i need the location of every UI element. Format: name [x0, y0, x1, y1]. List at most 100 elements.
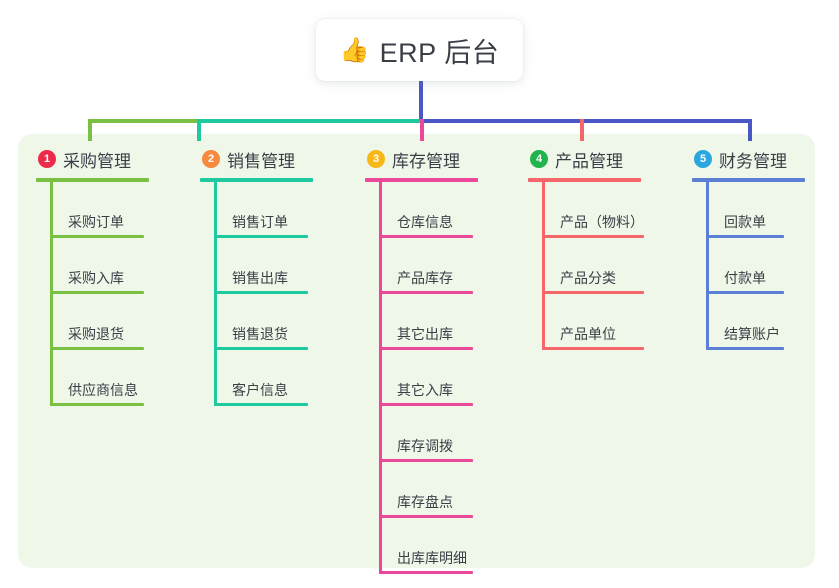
leaf-item-rule	[50, 347, 144, 350]
connector-drop-3	[420, 119, 424, 141]
leaf-item[interactable]: 产品库存	[365, 238, 515, 294]
leaf-item-label: 销售出库	[232, 270, 288, 286]
column-header-rule	[692, 178, 805, 182]
column-header-销售管理[interactable]: 2 销售管理	[200, 146, 350, 172]
leaf-item-label: 库存调拨	[397, 438, 453, 454]
leaf-item-label: 采购退货	[68, 326, 124, 342]
leaf-item[interactable]: 其它出库	[365, 294, 515, 350]
leaf-spine	[542, 182, 545, 350]
leaf-item[interactable]: 出库库明细	[365, 518, 515, 574]
leaf-item[interactable]: 采购订单	[36, 182, 186, 238]
leaf-item[interactable]: 产品单位	[528, 294, 678, 350]
leaf-item-label: 采购入库	[68, 270, 124, 286]
leaf-item-label: 仓库信息	[397, 214, 453, 230]
leaf-item-label: 销售订单	[232, 214, 288, 230]
leaf-list: 回款单付款单结算账户	[692, 182, 837, 350]
leaf-item[interactable]: 其它入库	[365, 350, 515, 406]
leaf-item-rule	[379, 403, 473, 406]
leaf-item-rule	[214, 291, 308, 294]
column-badge-2: 2	[202, 150, 220, 168]
leaf-item[interactable]: 客户信息	[200, 350, 350, 406]
column-header-rule	[200, 178, 313, 182]
leaf-item-rule	[706, 235, 784, 238]
leaf-item-rule	[706, 347, 784, 350]
column-采购管理: 1 采购管理采购订单采购入库采购退货供应商信息	[36, 146, 186, 406]
leaf-item[interactable]: 付款单	[692, 238, 837, 294]
leaf-item-rule	[379, 291, 473, 294]
column-header-产品管理[interactable]: 4 产品管理	[528, 146, 678, 172]
leaf-item[interactable]: 供应商信息	[36, 350, 186, 406]
leaf-list: 产品（物料） 产品分类产品单位	[528, 182, 678, 350]
connector-drop-5	[748, 119, 752, 141]
leaf-item-label: 采购订单	[68, 214, 124, 230]
leaf-spine	[50, 182, 53, 406]
leaf-item-label: 其它入库	[397, 382, 453, 398]
column-header-库存管理[interactable]: 3 库存管理	[365, 146, 515, 172]
root-node-label: ERP 后台	[379, 37, 500, 68]
leaf-item-label: 其它出库	[397, 326, 453, 342]
leaf-item-label: 付款单	[724, 270, 766, 286]
leaf-item[interactable]: 库存调拨	[365, 406, 515, 462]
leaf-item[interactable]: 销售退货	[200, 294, 350, 350]
column-title: 采购管理	[63, 151, 131, 171]
connector-segment-3	[420, 119, 752, 123]
leaf-item-rule	[214, 347, 308, 350]
column-title: 库存管理	[392, 151, 460, 171]
leaf-item-label: 供应商信息	[68, 382, 138, 398]
column-badge-3: 3	[367, 150, 385, 168]
leaf-item-label: 客户信息	[232, 382, 288, 398]
leaf-item-label: 产品单位	[560, 326, 616, 342]
leaf-item-rule	[379, 347, 473, 350]
connector-drop-1	[88, 119, 92, 141]
leaf-item[interactable]: 产品分类	[528, 238, 678, 294]
leaf-item[interactable]: 库存盘点	[365, 462, 515, 518]
leaf-item-rule	[706, 291, 784, 294]
leaf-item[interactable]: 采购入库	[36, 238, 186, 294]
column-title: 销售管理	[227, 151, 295, 171]
leaf-item-label: 产品库存	[397, 270, 453, 286]
leaf-item-label: 出库库明细	[397, 550, 467, 566]
column-title: 财务管理	[719, 151, 787, 171]
leaf-item[interactable]: 销售订单	[200, 182, 350, 238]
column-销售管理: 2 销售管理销售订单销售出库销售退货客户信息	[200, 146, 350, 406]
leaf-item[interactable]: 销售出库	[200, 238, 350, 294]
column-header-rule	[365, 178, 478, 182]
column-badge-5: 5	[694, 150, 712, 168]
leaf-item-label: 库存盘点	[397, 494, 453, 510]
leaf-list: 仓库信息产品库存其它出库其它入库库存调拨库存盘点出库库明细	[365, 182, 515, 574]
column-产品管理: 4 产品管理产品（物料） 产品分类产品单位	[528, 146, 678, 350]
leaf-list: 采购订单采购入库采购退货供应商信息	[36, 182, 186, 406]
column-库存管理: 3 库存管理仓库信息产品库存其它出库其它入库库存调拨库存盘点出库库明细	[365, 146, 515, 574]
leaf-item-rule	[379, 571, 473, 574]
leaf-spine	[706, 182, 709, 350]
connector-segment-2	[197, 119, 424, 123]
connector-drop-2	[197, 119, 201, 141]
diagram-background-panel	[18, 134, 815, 568]
leaf-item[interactable]: 回款单	[692, 182, 837, 238]
connector-trunk	[419, 81, 423, 123]
column-badge-4: 4	[530, 150, 548, 168]
column-header-rule	[36, 178, 149, 182]
leaf-item[interactable]: 仓库信息	[365, 182, 515, 238]
leaf-item-label: 产品分类	[560, 270, 616, 286]
leaf-item-label: 回款单	[724, 214, 766, 230]
column-header-财务管理[interactable]: 5 财务管理	[692, 146, 837, 172]
leaf-item[interactable]: 产品（物料）	[528, 182, 678, 238]
leaf-item-rule	[379, 235, 473, 238]
root-node[interactable]: 👍 ERP 后台	[316, 19, 523, 81]
column-header-采购管理[interactable]: 1 采购管理	[36, 146, 186, 172]
leaf-item-rule	[542, 235, 644, 238]
column-title: 产品管理	[555, 151, 623, 171]
leaf-item[interactable]: 采购退货	[36, 294, 186, 350]
connector-drop-4	[580, 119, 584, 141]
leaf-item-label: 销售退货	[232, 326, 288, 342]
leaf-item[interactable]: 结算账户	[692, 294, 837, 350]
leaf-list: 销售订单销售出库销售退货客户信息	[200, 182, 350, 406]
leaf-item-label: 产品（物料）	[560, 214, 644, 230]
leaf-item-rule	[50, 403, 144, 406]
leaf-item-rule	[379, 515, 473, 518]
thumbs-up-icon: 👍	[339, 37, 370, 64]
column-badge-1: 1	[38, 150, 56, 168]
leaf-item-rule	[379, 459, 473, 462]
